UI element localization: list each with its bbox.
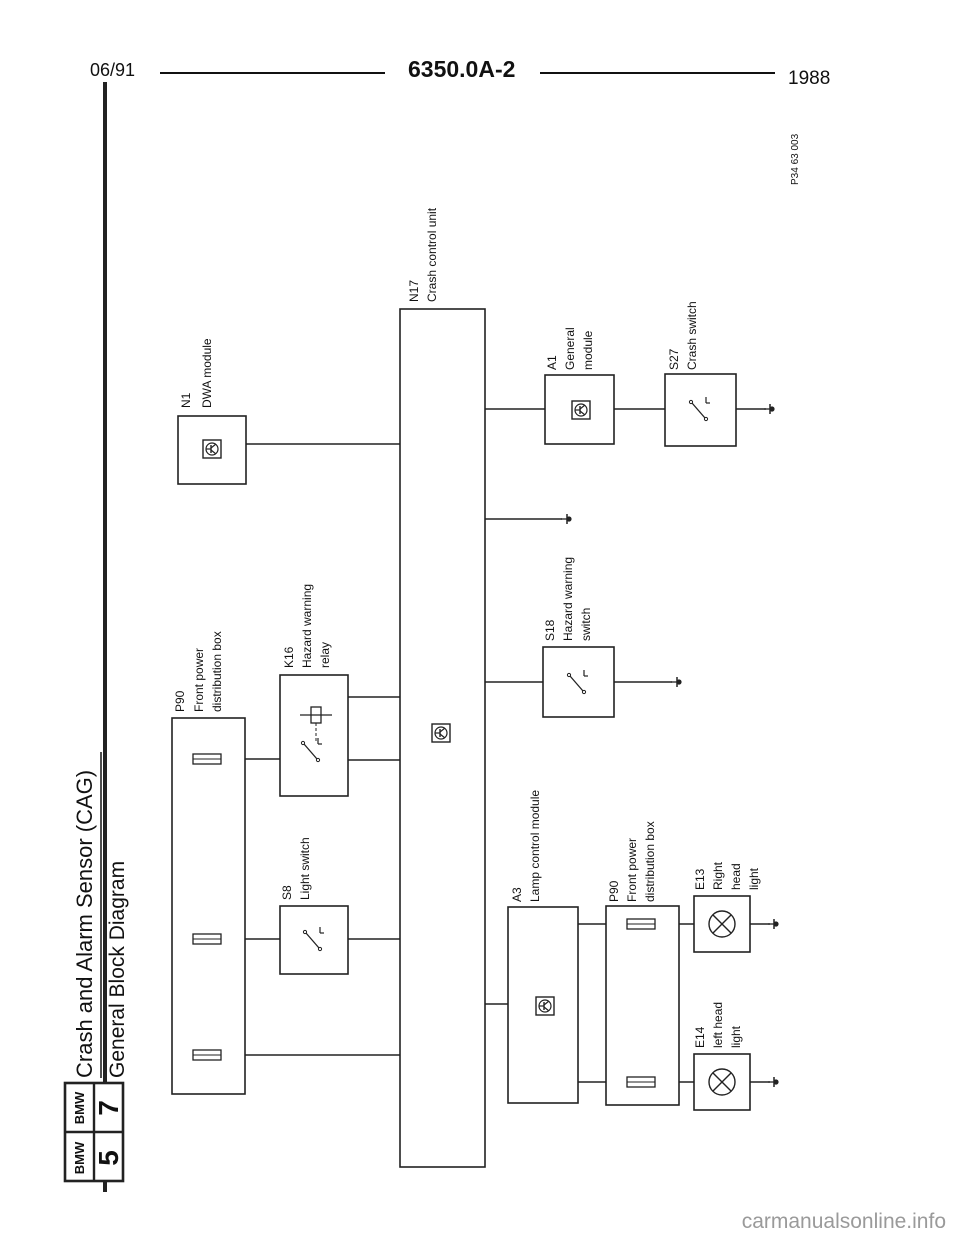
component-s18: S18 Hazard warning switch [542,557,683,718]
diagram-title: Crash and Alarm Sensor (CAG) [72,770,97,1078]
module-icon [571,400,591,420]
p90-top-line1: Front power [192,648,206,712]
s18-line2: switch [579,608,593,641]
header-rule-right [540,72,775,74]
p90-top-code: P90 [173,690,187,712]
header-date: 06/91 [90,60,136,80]
s8-code: S8 [280,885,294,900]
a3-code: A3 [510,887,524,902]
component-n17: N17 Crash control unit [399,207,486,1168]
header-code: 6350.0A-2 [408,56,516,82]
figure-reference: P34 63 003 [790,133,801,185]
ground-icon [763,403,776,415]
ground-icon [767,918,780,930]
n1-code: N1 [179,392,193,408]
p90-bottom-code: P90 [607,880,621,902]
component-n1: N1 DWA module [177,338,247,485]
module-icon [202,439,222,459]
p90-bottom-line2: distribution box [643,821,657,902]
fuse-icon [192,1049,222,1061]
s18-code: S18 [543,619,557,641]
header-rule-left [160,72,385,74]
component-s8: S8 Light switch [279,837,349,975]
a1-line2: module [581,330,595,370]
logo-bottom-text: BMW [72,1091,87,1124]
fuse-icon [192,753,222,765]
e14-line2: light [729,1025,743,1048]
component-a1: A1 General module [544,327,615,445]
a3-name: Lamp control module [528,790,542,902]
e14-code: E14 [693,1026,707,1048]
component-p90-bottom: P90 Front power distribution box [605,821,680,1106]
e13-line2: head [729,863,743,890]
k16-code: K16 [282,646,296,668]
header-year: 1988 [788,68,831,89]
component-e14: E14 left head light [693,1002,780,1111]
p90-bottom-line1: Front power [625,838,639,902]
fuse-icon [626,1076,656,1088]
ground-icon [767,1076,780,1088]
fuse-icon [192,933,222,945]
a1-line1: General [563,327,577,370]
ground-icon [670,676,683,688]
n17-name: Crash control unit [425,207,439,302]
e13-code: E13 [693,868,707,890]
k16-line2: relay [318,642,332,668]
logo-top-number: 5 [93,1150,124,1166]
logo-bottom-number: 7 [93,1100,124,1116]
component-e13: E13 Right head light [693,861,780,953]
wires [195,408,770,1083]
module-icon [431,723,451,743]
e14-line1: left head [711,1002,725,1048]
s27-code: S27 [667,348,681,370]
fuse-icon [626,918,656,930]
watermark: carmanualsonline.info [741,1210,946,1233]
a1-code: A1 [545,355,559,370]
diagram-subtitle: General Block Diagram [106,861,129,1078]
component-s27: S27 Crash switch [664,301,776,447]
n17-code: N17 [407,280,421,302]
left-margin-rule [103,82,107,1192]
e13-line1: Right [711,861,725,890]
s8-name: Light switch [298,837,312,900]
module-icon [535,996,555,1016]
component-a3: A3 Lamp control module [507,790,579,1104]
n1-name: DWA module [200,338,214,408]
k16-line1: Hazard warning [300,584,314,668]
logo-top-text: BMW [72,1141,87,1174]
component-p90-top: P90 Front power distribution box [171,631,246,1095]
bmw-logo: BMW 5 BMW 7 [63,1081,125,1183]
component-k16: K16 Hazard warning relay [279,584,349,797]
s27-name: Crash switch [685,301,699,370]
s18-line1: Hazard warning [561,557,575,641]
relay-icon [300,706,332,742]
ground-icon [560,513,573,525]
p90-top-line2: distribution box [210,631,224,712]
e13-line3: light [747,867,761,890]
